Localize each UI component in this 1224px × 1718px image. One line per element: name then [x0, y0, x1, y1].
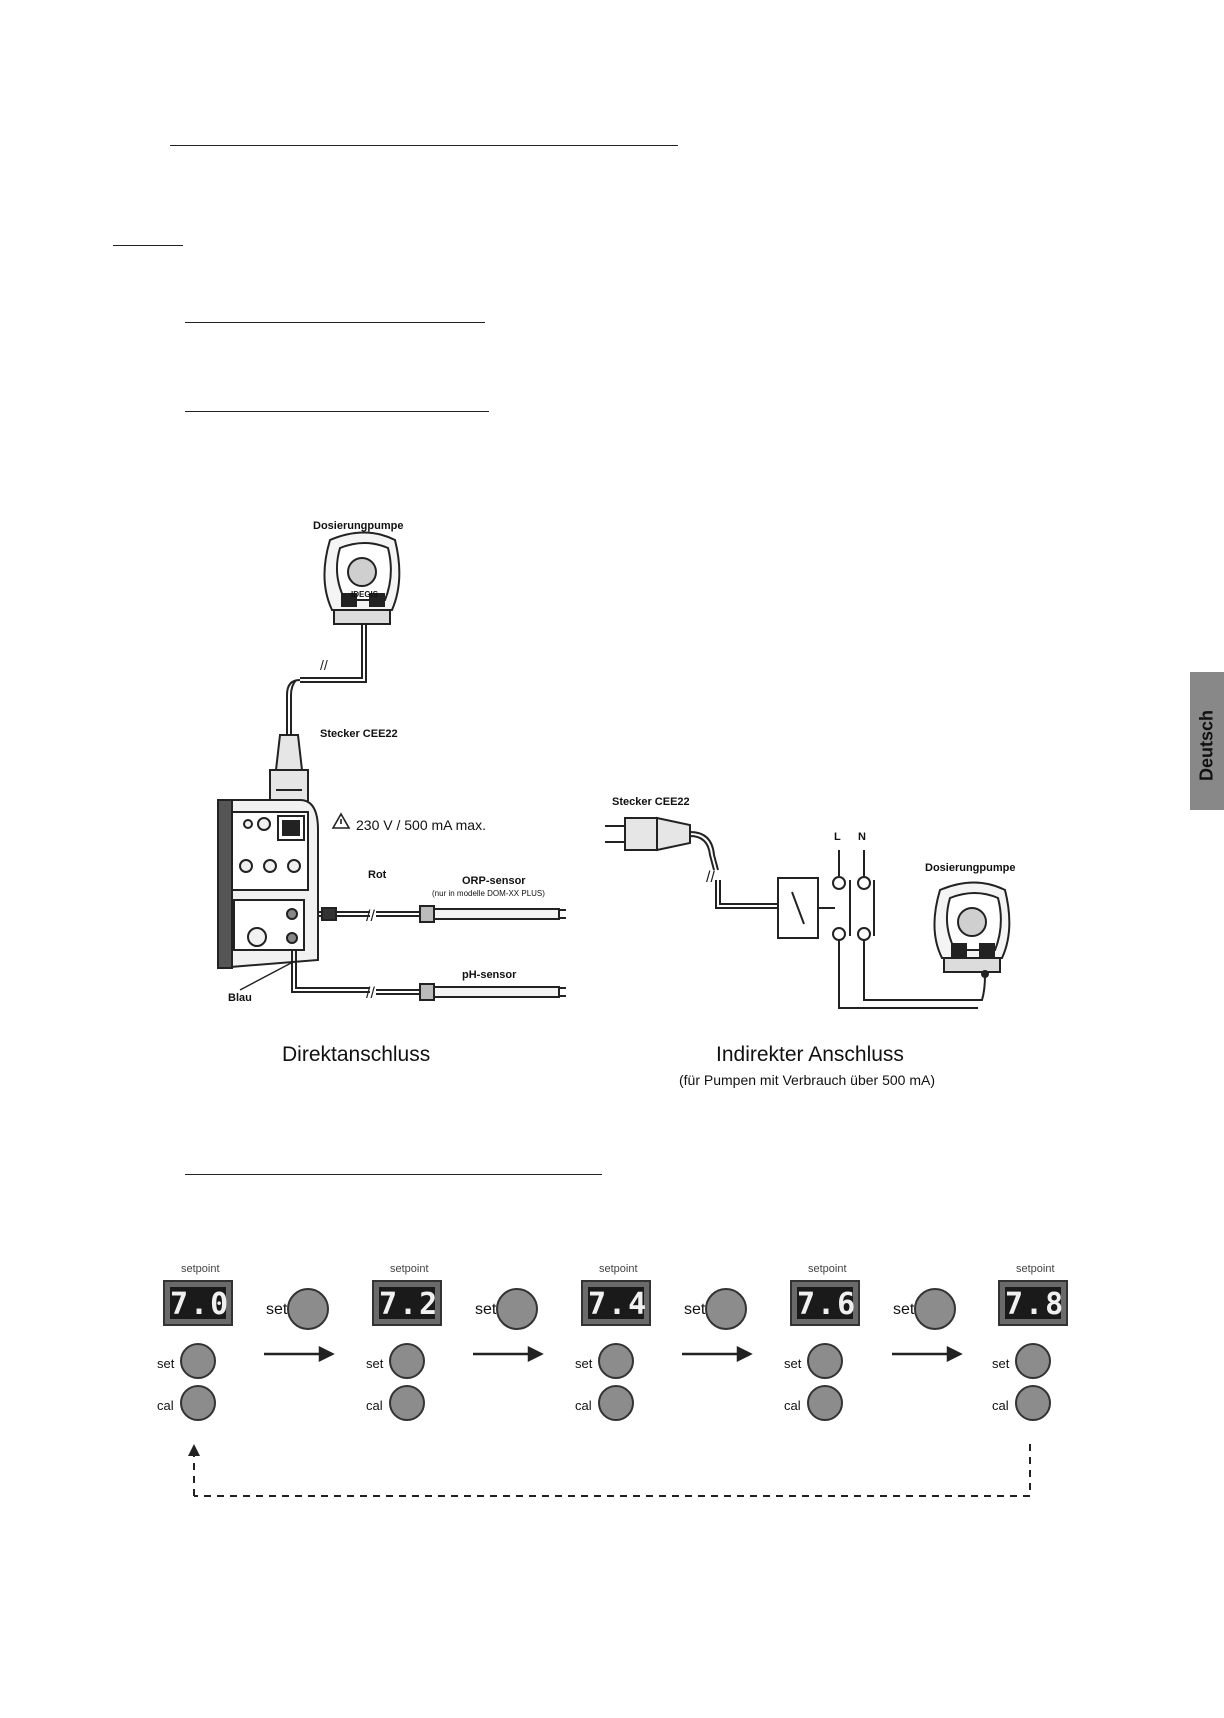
cal-button[interactable] — [180, 1385, 216, 1421]
step-set-label: set — [266, 1301, 288, 1318]
setpoint-label: setpoint — [808, 1263, 847, 1275]
indirect-plug-label: Stecker CEE22 — [612, 796, 690, 808]
cal-button[interactable] — [389, 1385, 425, 1421]
blau-label: Blau — [228, 992, 252, 1004]
setpoint-label: setpoint — [390, 1263, 429, 1275]
setpoint-display: 7.4 — [581, 1280, 651, 1326]
svg-text://: // — [706, 869, 715, 886]
set-button-label: set — [366, 1356, 384, 1371]
cee22-plug — [269, 734, 309, 813]
orp-sensor-note: (nur in modelle DOM-XX PLUS) — [432, 889, 545, 898]
step-set-button[interactable] — [496, 1288, 538, 1330]
setpoint-value: 7.6 — [797, 1287, 858, 1322]
l-terminal-label: L — [834, 831, 841, 843]
svg-text://: // — [366, 908, 375, 925]
cal-button-label: cal — [575, 1398, 592, 1413]
setpoint-display: 7.8 — [998, 1280, 1068, 1326]
direct-connection-caption: Direktanschluss — [282, 1043, 431, 1066]
setpoint-label: setpoint — [1016, 1263, 1055, 1275]
setpoint-value: 7.0 — [170, 1287, 231, 1322]
step-set-button[interactable] — [705, 1288, 747, 1330]
setpoint-value: 7.2 — [379, 1287, 440, 1322]
cal-button[interactable] — [807, 1385, 843, 1421]
indirect-connection-subcaption: (für Pumpen mit Verbrauch über 500 mA) — [679, 1072, 936, 1088]
setpoint-display: 7.6 — [790, 1280, 860, 1326]
indirect-connection-caption: Indirekter Anschluss — [716, 1043, 904, 1066]
step-set-label: set — [893, 1301, 915, 1318]
heading-underline-3 — [185, 322, 485, 323]
cal-button-label: cal — [366, 1398, 383, 1413]
pump-brand-label: IDEGIS — [351, 590, 379, 599]
setpoint-panel: setpoint 7.8 set cal — [992, 1263, 1138, 1433]
n-terminal-label: N — [858, 831, 866, 843]
setpoint-display: 7.0 — [163, 1280, 233, 1326]
heading-underline-2 — [113, 245, 183, 246]
language-tab-label: Deutsch — [1196, 710, 1217, 782]
svg-text://: // — [366, 985, 375, 1002]
step-set-label: set — [475, 1301, 497, 1318]
setpoint-panel: setpoint 7.6 set cal — [784, 1263, 930, 1433]
cal-button-label: cal — [157, 1398, 174, 1413]
power-label: 230 V / 500 mA max. — [356, 817, 486, 833]
set-button-label: set — [157, 1356, 175, 1371]
warning-triangle — [331, 812, 351, 829]
setpoint-label: setpoint — [599, 1263, 638, 1275]
heading-underline-4 — [185, 411, 489, 412]
heading-underline-1 — [170, 145, 678, 146]
cal-button-label: cal — [784, 1398, 801, 1413]
relay — [777, 877, 819, 939]
pump-right-label: Dosierungpumpe — [925, 862, 1016, 874]
set-button[interactable] — [807, 1343, 843, 1379]
step-set-label: set — [684, 1301, 706, 1318]
setpoint-value: 7.8 — [1005, 1287, 1066, 1322]
step-set-button[interactable] — [287, 1288, 329, 1330]
ph-sensor-label: pH-sensor — [462, 969, 517, 981]
setpoint-label: setpoint — [181, 1263, 220, 1275]
cal-button[interactable] — [598, 1385, 634, 1421]
set-button[interactable] — [598, 1343, 634, 1379]
setpoint-panel: setpoint 7.0 set cal — [157, 1263, 303, 1433]
set-button[interactable] — [1015, 1343, 1051, 1379]
controller-unit — [217, 799, 319, 970]
setpoint-value: 7.4 — [588, 1287, 649, 1322]
dosing-pump-right — [933, 881, 1011, 978]
plug-label: Stecker CEE22 — [320, 728, 398, 740]
svg-text://: // — [320, 657, 328, 673]
cal-button-label: cal — [992, 1398, 1009, 1413]
dosing-pump-top — [286, 531, 401, 735]
rot-label: Rot — [368, 869, 387, 881]
step-set-button[interactable] — [914, 1288, 956, 1330]
orp-sensor-label: ORP-sensor — [462, 875, 526, 887]
cal-button[interactable] — [1015, 1385, 1051, 1421]
setpoint-display: 7.2 — [372, 1280, 442, 1326]
loop-back-arrow — [193, 1444, 1031, 1497]
pump-top-label: Dosierungpumpe — [313, 520, 404, 532]
set-button-label: set — [992, 1356, 1010, 1371]
language-tab — [1190, 672, 1224, 810]
set-button-label: set — [575, 1356, 593, 1371]
setpoint-panel: setpoint 7.2 set cal — [366, 1263, 512, 1433]
heading-underline-5 — [185, 1174, 602, 1175]
cee22-plug-indirect — [605, 816, 691, 852]
set-button[interactable] — [389, 1343, 425, 1379]
set-button-label: set — [784, 1356, 802, 1371]
set-button[interactable] — [180, 1343, 216, 1379]
setpoint-panel: setpoint 7.4 set cal — [575, 1263, 721, 1433]
